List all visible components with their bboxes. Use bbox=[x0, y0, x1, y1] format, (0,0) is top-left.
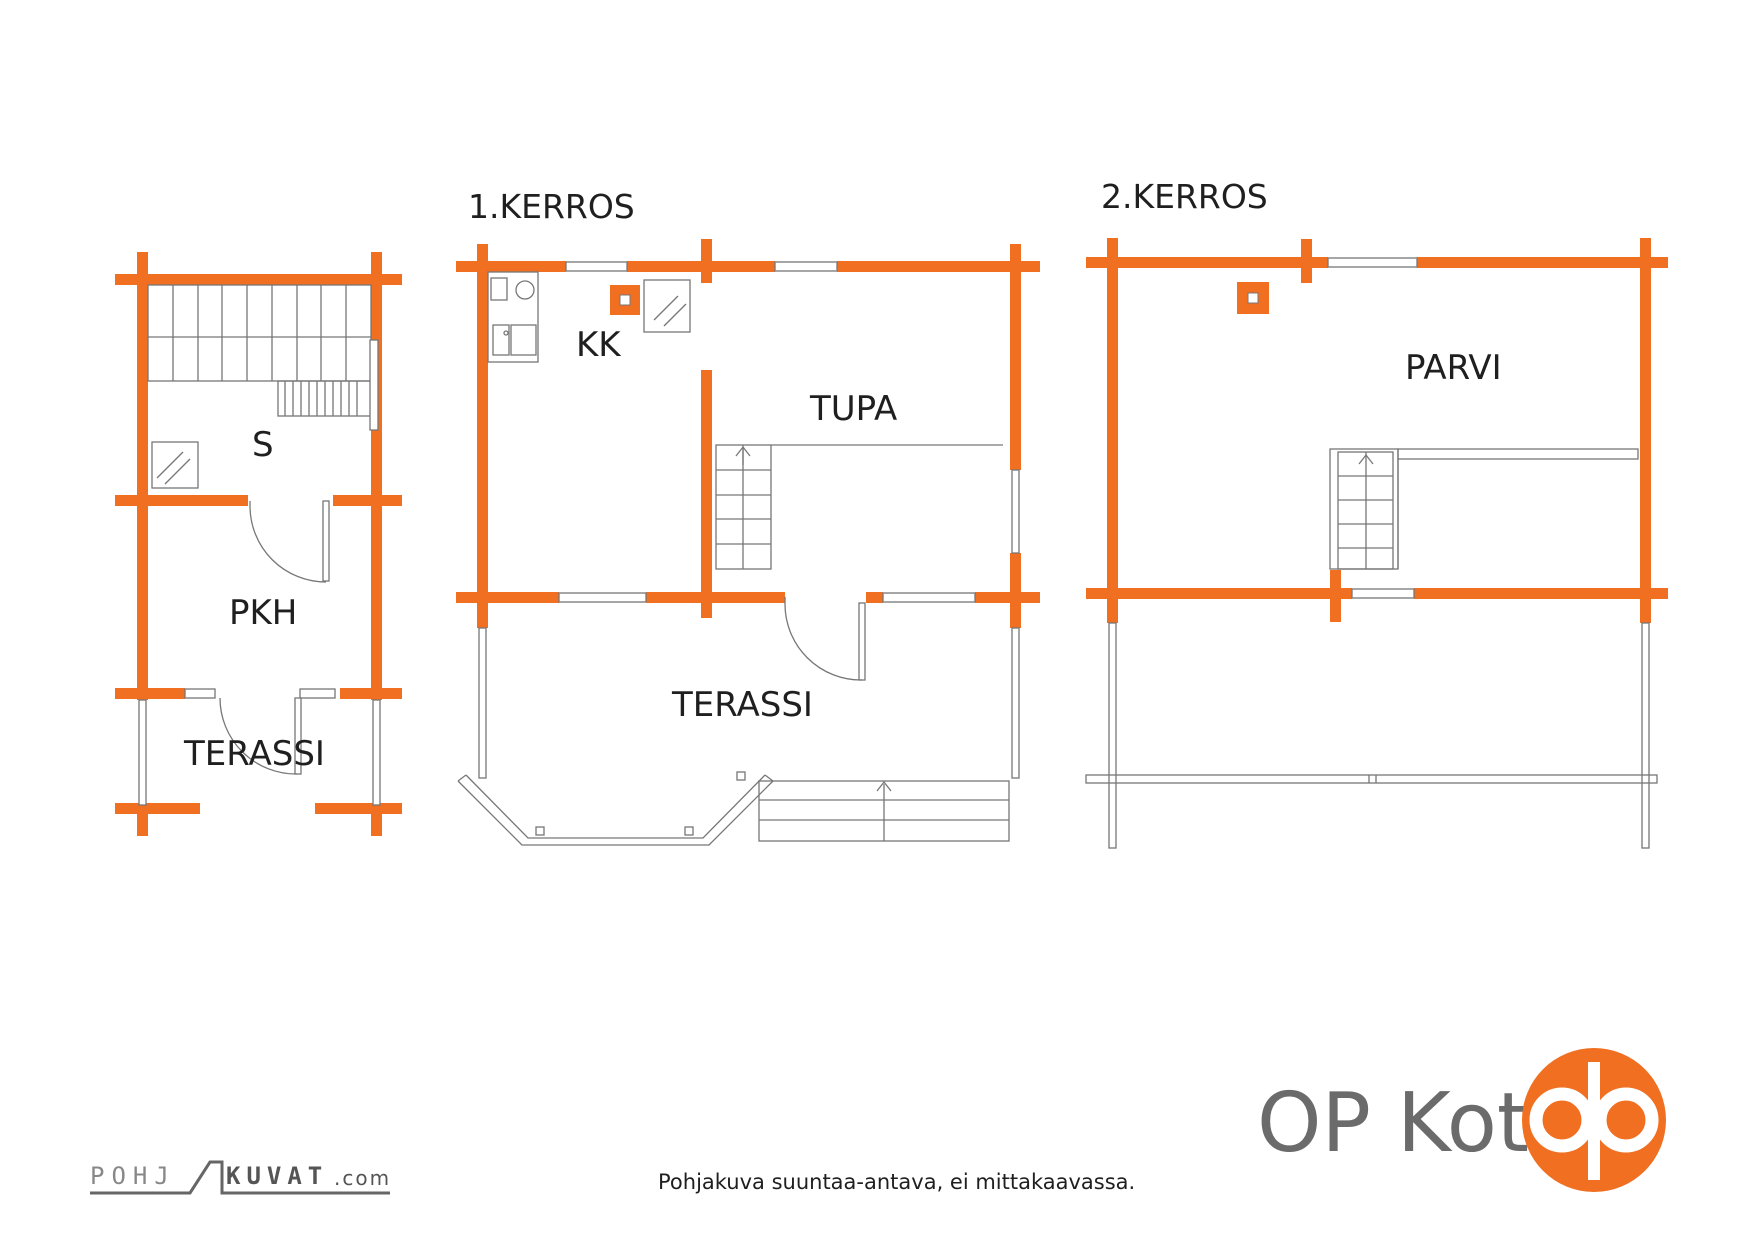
room-label-living-room: TUPA bbox=[809, 389, 897, 429]
sauna-wall-top bbox=[115, 274, 402, 285]
disclaimer-text: Pohjakuva suuntaa-antava, ei mittakaavas… bbox=[658, 1170, 1135, 1194]
first-stove bbox=[643, 279, 691, 333]
brand-name: OP Koti bbox=[1257, 1076, 1552, 1171]
second-wall-top-2 bbox=[1417, 257, 1668, 268]
first-staircase bbox=[715, 444, 1003, 570]
sauna-wall-mid-right bbox=[333, 495, 402, 506]
second-wall-bottom-2 bbox=[1414, 588, 1668, 599]
sauna-terrace-post-left bbox=[138, 699, 147, 806]
room-label-sauna: S bbox=[252, 425, 274, 465]
room-label-loft: PARVI bbox=[1405, 348, 1502, 388]
second-wall-right bbox=[1640, 238, 1651, 623]
sauna-wall-right bbox=[371, 252, 382, 700]
first-window-bottom-1 bbox=[558, 592, 647, 603]
pohjakuvat-watermark: POHJ KUVAT .com bbox=[90, 1160, 391, 1195]
second-staircase bbox=[1329, 448, 1639, 570]
room-label-kitchen: KK bbox=[576, 325, 622, 365]
second-floor-title: 2.KERROS bbox=[1101, 177, 1268, 216]
sauna-terrace-post-right bbox=[372, 699, 381, 806]
sauna-stove bbox=[151, 441, 199, 489]
sauna-wall-mid-left bbox=[115, 495, 248, 506]
first-wall-left bbox=[477, 244, 488, 628]
second-window-top bbox=[1327, 257, 1418, 268]
second-post-bottom bbox=[1330, 570, 1341, 622]
sauna-wall-low-left bbox=[115, 688, 185, 699]
sauna-door bbox=[249, 500, 330, 583]
op-logo-icon bbox=[1522, 1048, 1666, 1192]
first-wall-bottom-1 bbox=[456, 592, 559, 603]
sauna-benches bbox=[147, 284, 372, 417]
second-post-top bbox=[1301, 239, 1312, 283]
sauna-window-right bbox=[369, 339, 379, 431]
second-window-bottom bbox=[1351, 588, 1415, 599]
first-wall-top-3 bbox=[837, 261, 1040, 272]
first-floor-plan bbox=[456, 239, 1040, 846]
watermark-roof-icon bbox=[90, 1160, 390, 1195]
second-wall-left bbox=[1107, 238, 1118, 623]
first-wall-right-upper bbox=[1010, 244, 1021, 470]
first-wall-bottom-3 bbox=[866, 592, 883, 603]
first-window-bottom-2 bbox=[882, 592, 976, 603]
first-floor-title: 1.KERROS bbox=[468, 187, 635, 226]
room-label-washroom: PKH bbox=[229, 593, 297, 633]
watermark-left-text: POHJ bbox=[90, 1162, 176, 1190]
first-wall-top-1 bbox=[456, 261, 566, 272]
sauna-wall-left bbox=[137, 252, 148, 700]
watermark-suffix-text: .com bbox=[334, 1166, 391, 1190]
sauna-wall-bottom-left bbox=[115, 803, 200, 814]
room-label-sauna-terrace: TERASSI bbox=[183, 734, 325, 774]
second-terrace-outline bbox=[1085, 622, 1658, 849]
sauna-terrace-door bbox=[184, 688, 336, 775]
first-post-top bbox=[701, 239, 712, 283]
sauna-building bbox=[115, 252, 402, 836]
second-floor-plan bbox=[1085, 238, 1668, 849]
first-entry-door bbox=[784, 597, 866, 681]
kitchen-counter bbox=[487, 271, 539, 363]
first-wall-bottom-4 bbox=[975, 592, 1040, 603]
main-terrace bbox=[457, 603, 1020, 846]
watermark-right-text: KUVAT bbox=[226, 1162, 328, 1190]
sauna-post-bottom-right bbox=[371, 805, 382, 836]
sauna-post-bottom-left bbox=[137, 805, 148, 836]
second-wall-top-1 bbox=[1086, 257, 1328, 268]
first-wall-right-lower bbox=[1010, 553, 1021, 628]
room-label-main-terrace: TERASSI bbox=[671, 685, 813, 725]
first-wall-bottom-2 bbox=[646, 592, 785, 603]
first-window-top-2 bbox=[774, 261, 838, 272]
first-window-top-1 bbox=[565, 261, 628, 272]
sauna-wall-bottom-right bbox=[315, 803, 402, 814]
second-wall-bottom-1 bbox=[1086, 588, 1352, 599]
first-window-right bbox=[1011, 469, 1020, 554]
first-partition bbox=[701, 370, 712, 618]
